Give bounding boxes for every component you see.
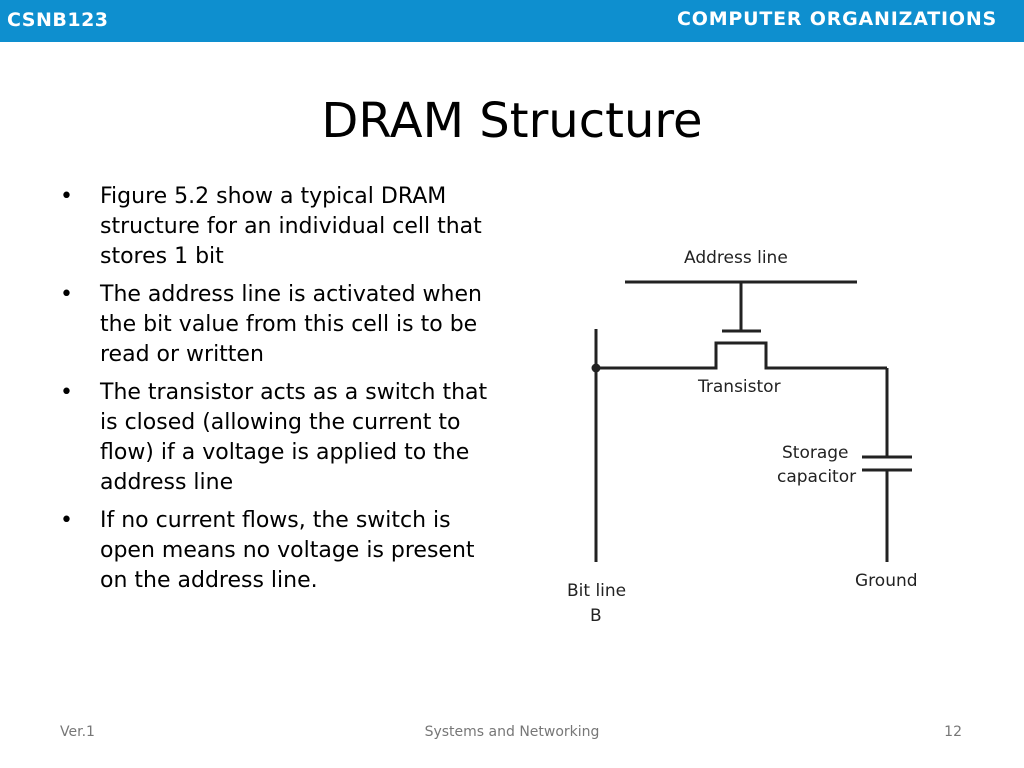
bit-line-symbol: B <box>590 606 602 626</box>
footer-version: Ver.1 <box>60 724 95 740</box>
transistor-label: Transistor <box>697 377 781 397</box>
storage-label: Storage <box>782 443 849 463</box>
capacitor-label: capacitor <box>777 467 856 487</box>
slide-title: DRAM Structure <box>321 93 703 149</box>
course-code: CSNB123 <box>7 9 109 31</box>
bullet-item: The address line is activated when the b… <box>56 280 488 370</box>
transistor-channel <box>596 341 887 370</box>
footer-subject: Systems and Networking <box>424 724 600 740</box>
bullet-item: The transistor acts as a switch that is … <box>56 378 488 498</box>
ground-label: Ground <box>855 571 918 591</box>
header-bar: CSNB123 COMPUTER ORGANIZATIONS <box>0 0 1024 42</box>
bullet-item: If no current flows, the switch is open … <box>56 506 488 596</box>
bit-line-label: Bit line <box>567 581 626 601</box>
course-title: COMPUTER ORGANIZATIONS <box>677 8 997 30</box>
dram-cell-diagram: Address line Transistor Storage capacito… <box>567 248 918 626</box>
junction-dot <box>591 363 601 373</box>
page-number: 12 <box>944 724 962 740</box>
bullet-item: Figure 5.2 show a typical DRAM structure… <box>56 182 488 272</box>
address-line-label: Address line <box>684 248 788 268</box>
bullet-list: Figure 5.2 show a typical DRAM structure… <box>56 182 488 604</box>
